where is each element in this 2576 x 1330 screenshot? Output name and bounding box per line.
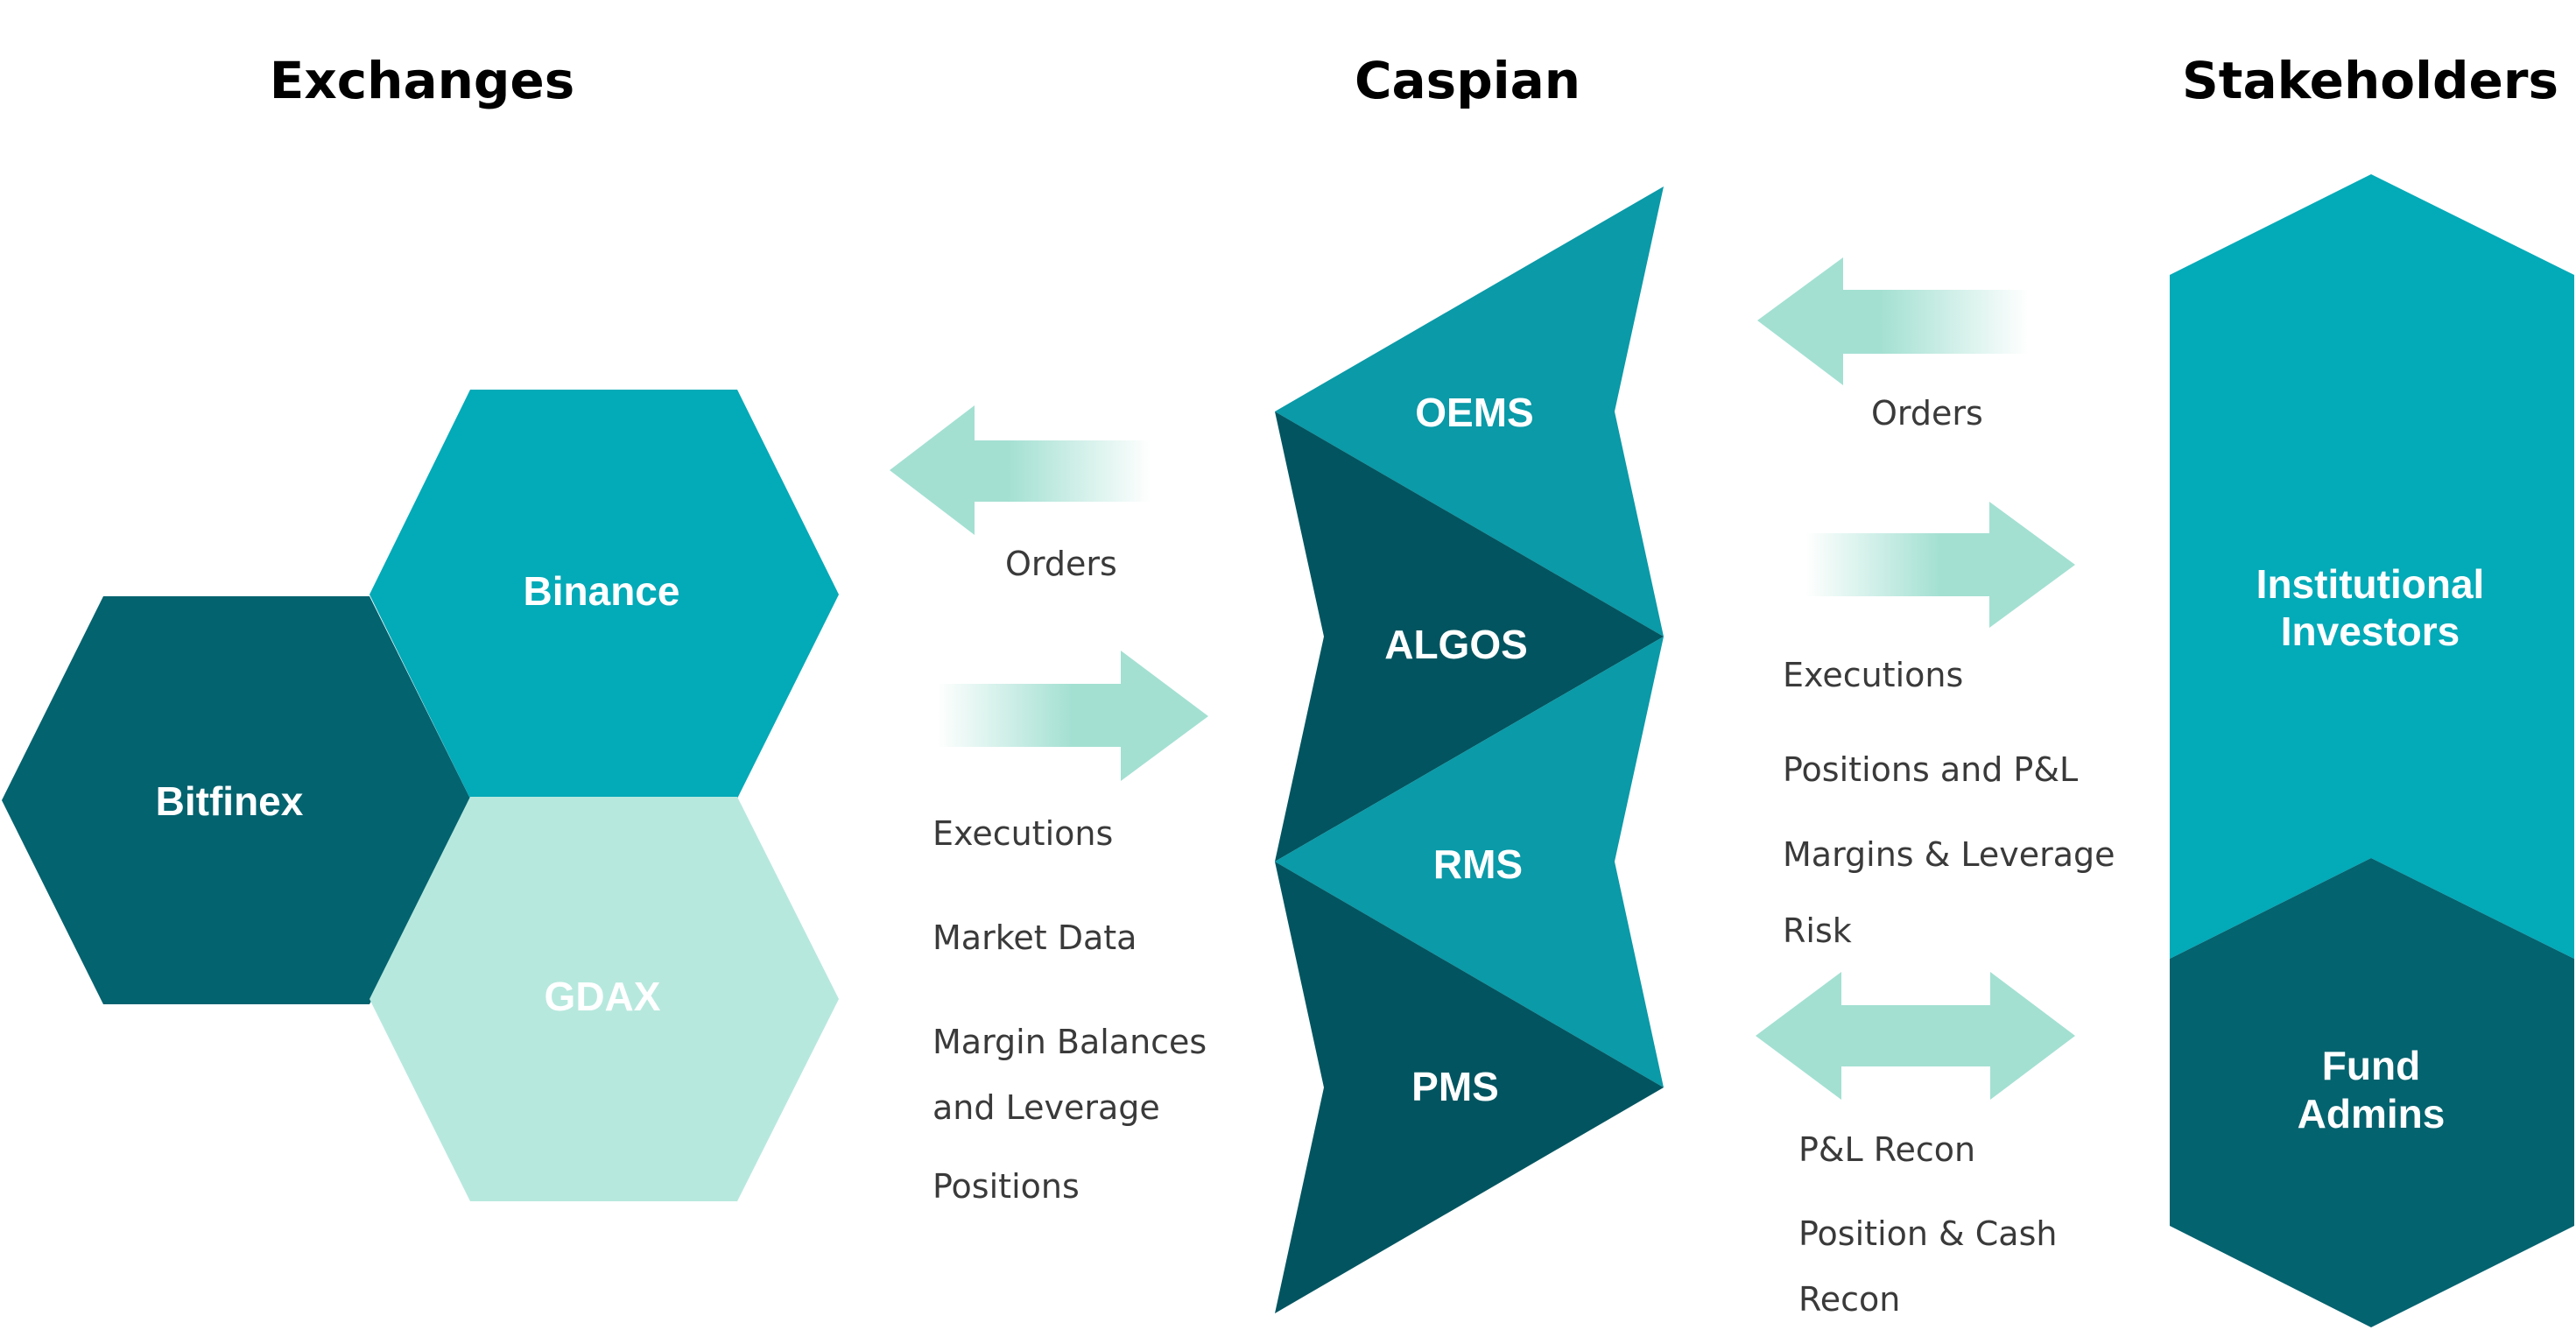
label-executions-from-exchanges: Executions [933,814,1113,853]
module-rms-shape [1275,637,1664,1087]
label-algos: ALGOS [1384,622,1528,667]
label-fund: Fund [2322,1043,2420,1088]
label-pms: PMS [1411,1064,1499,1109]
stakeholders-column: Institutional Investors Fund Admins [2170,174,2574,1327]
label-margin-balances: Margin Balances [933,1023,1207,1061]
label-executions-to-stakeholders: Executions [1783,656,1963,694]
module-oems-shape [1275,186,1664,637]
label-institutional: Institutional [2256,561,2485,607]
label-investors: Investors [2281,609,2460,654]
label-oems: OEMS [1415,390,1533,435]
stakeholder-fund-admins-shape [2170,858,2574,1327]
exchanges-cluster: Bitfinex Binance GDAX [2,390,839,1201]
arrow-left-icon [890,405,1151,535]
label-bitfinex: Bitfinex [156,778,304,824]
heading-stakeholders: Stakeholders [2182,51,2558,110]
label-positions-from-exchanges: Positions [933,1167,1080,1206]
hexagon-bitfinex [2,596,471,1004]
hexagon-binance [370,390,839,799]
arrow-right-icon [1805,502,2075,628]
label-rms: RMS [1433,841,1523,887]
label-position-and-cash: Position & Cash [1798,1214,2057,1253]
label-orders-from-stakeholders: Orders [1871,394,1983,433]
caspian-stack: OEMS ALGOS RMS PMS [1275,186,1664,1313]
label-gdax: GDAX [545,974,661,1019]
label-orders-to-exchanges: Orders [1005,545,1117,583]
stakeholder-institutional-investors-shape [2170,174,2574,959]
label-pnl-recon: P&L Recon [1798,1130,1975,1169]
label-positions-and-pnl: Positions and P&L [1783,750,2078,789]
label-margins-and-leverage: Margins & Leverage [1783,835,2115,874]
heading-caspian: Caspian [1355,51,1580,110]
module-pms-shape [1275,862,1664,1313]
label-recon: Recon [1798,1280,1900,1319]
label-risk: Risk [1783,911,1852,950]
heading-exchanges: Exchanges [270,51,575,110]
label-market-data: Market Data [933,918,1137,957]
arrow-left-right-icon [1756,972,2075,1100]
hexagon-gdax [370,797,839,1201]
module-algos-shape [1275,412,1664,862]
label-binance: Binance [524,568,680,614]
arrow-right-icon [937,651,1208,781]
arrow-left-icon [1757,257,2029,385]
label-admins: Admins [2298,1091,2446,1136]
label-and-leverage: and Leverage [933,1088,1160,1127]
